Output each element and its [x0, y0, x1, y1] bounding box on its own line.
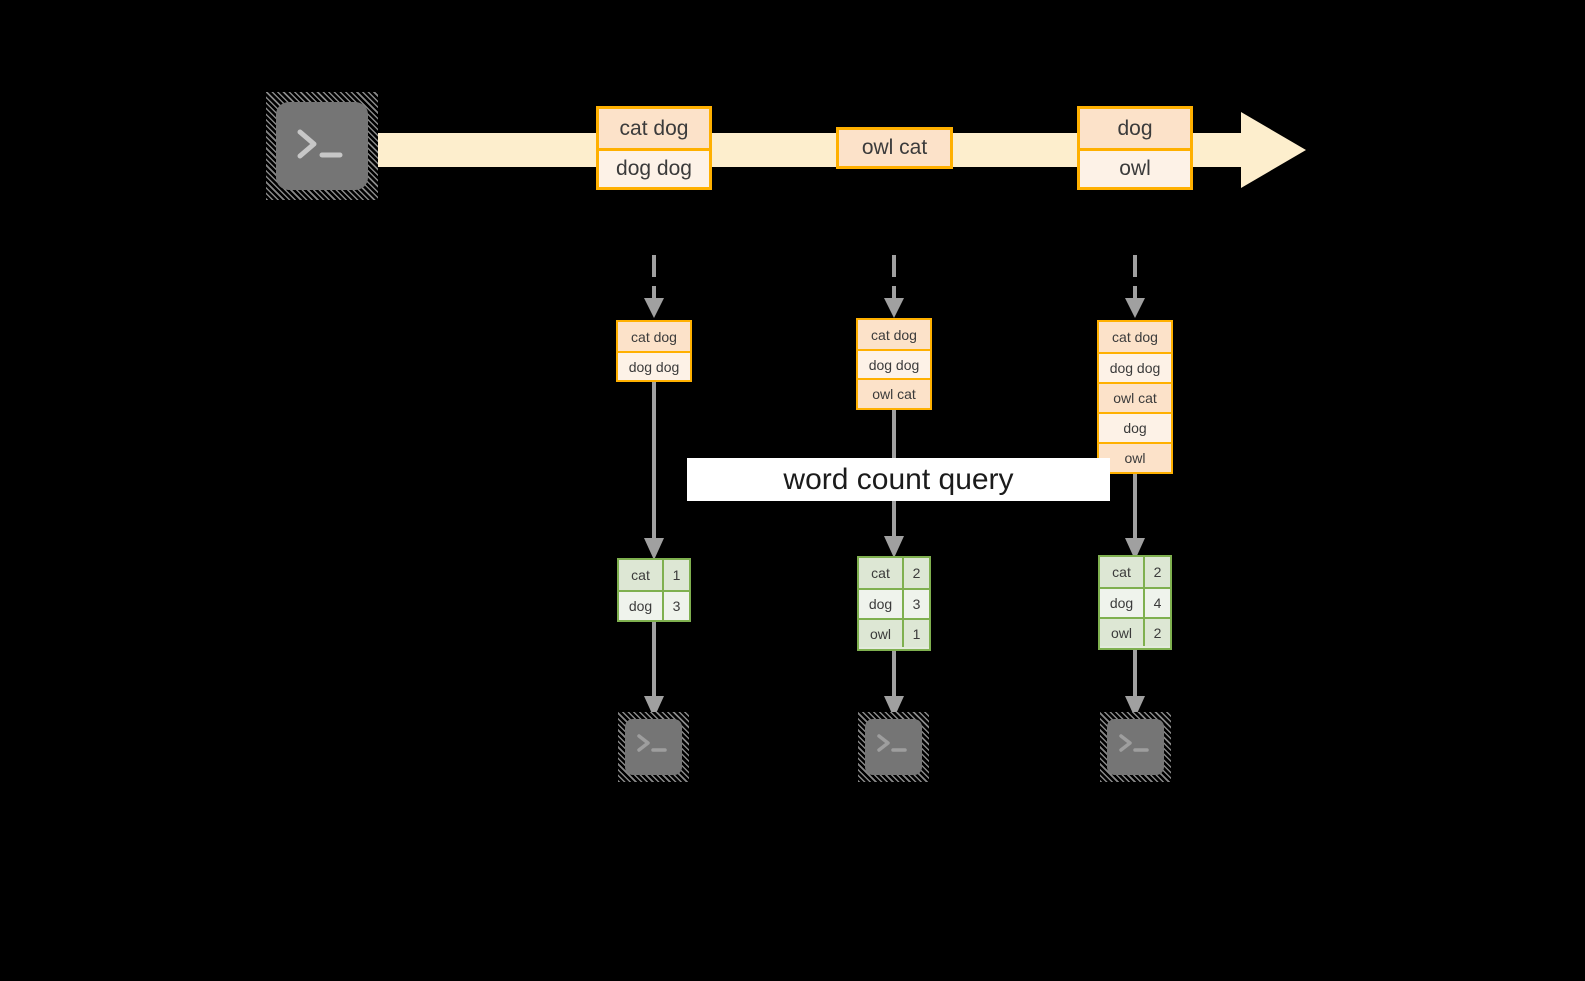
trigger-3-result-row-3-count: 2 — [1145, 619, 1170, 646]
trigger-3-input-row-2: dog dog — [1099, 352, 1171, 382]
trigger-2-sink-terminal-icon — [858, 712, 929, 782]
trigger-3-result-row-2: dog 4 — [1100, 587, 1170, 617]
trigger-2-result-row-2-count: 3 — [904, 590, 929, 618]
stream-batch-2-line-1-text: owl cat — [861, 136, 928, 159]
trigger-2-input-box: cat dog dog dog owl cat — [856, 318, 932, 410]
trigger-2-result-row-3-count: 1 — [904, 620, 929, 647]
trigger-1-input-row-1: cat dog — [618, 322, 690, 351]
stream-batch-3-line-1-text: dog — [1117, 116, 1153, 140]
trigger-2-input-row-2: dog dog — [858, 349, 930, 378]
trigger-3-input-row-1-text: cat dog — [1112, 329, 1158, 345]
stream-batch-1-line-2-text: dog dog — [616, 157, 692, 180]
trigger-3-result-row-1-count: 2 — [1145, 557, 1170, 587]
terminal-face — [1107, 719, 1164, 775]
trigger-1-sink-connector — [644, 622, 664, 718]
trigger-1-input-box: cat dog dog dog — [616, 320, 692, 382]
stream-batch-3-line-2-text: owl — [1119, 157, 1151, 180]
terminal-face — [276, 102, 368, 190]
trigger-3-result-row-3: owl 2 — [1100, 617, 1170, 646]
terminal-prompt-glyph — [877, 734, 907, 752]
trigger-1-sink-terminal-icon — [618, 712, 689, 782]
trigger-2-result-row-3-word: owl — [859, 620, 904, 647]
trigger-2-result-row-1-word: cat — [859, 558, 904, 588]
trigger-1-result-row-1-word: cat — [619, 560, 664, 590]
terminal-prompt-glyph — [637, 734, 667, 752]
trigger-3-result-table: cat 2 dog 4 owl 2 — [1098, 555, 1172, 650]
terminal-face — [625, 719, 682, 775]
trigger-2-result-row-1: cat 2 — [859, 558, 929, 588]
trigger-3-result-row-3-word: owl — [1100, 619, 1145, 646]
trigger-2-sink-connector — [884, 651, 904, 718]
trigger-1-result-table: cat 1 dog 3 — [617, 558, 691, 622]
trigger-3-input-row-4: dog — [1099, 412, 1171, 442]
stream-batch-1-line-1-text: cat dog — [619, 116, 689, 140]
trigger-1-input-row-2: dog dog — [618, 351, 690, 380]
trigger-3-input-row-4-text: dog — [1123, 420, 1147, 436]
trigger-2-input-row-1-text: cat dog — [871, 326, 917, 343]
trigger-3-input-row-3: owl cat — [1099, 382, 1171, 412]
trigger-3-input-row-2-text: dog dog — [1109, 360, 1161, 376]
stream-batch-1-line-1: cat dog — [599, 109, 709, 148]
terminal-prompt-glyph — [1119, 734, 1149, 752]
trigger-2-result-row-2-word: dog — [859, 590, 904, 618]
trigger-2-result-row-2: dog 3 — [859, 588, 929, 618]
trigger-3-dashed-connector — [1125, 255, 1145, 318]
trigger-1-result-row-2: dog 3 — [619, 590, 689, 620]
trigger-3-query-connector — [1125, 474, 1145, 560]
trigger-2-dashed-connector — [884, 255, 904, 318]
terminal-prompt-glyph — [297, 129, 343, 159]
trigger-1-input-row-2-text: dog dog — [628, 358, 680, 375]
trigger-1-input-row-1-text: cat dog — [631, 328, 677, 345]
trigger-1-dashed-connector — [644, 255, 664, 318]
trigger-3-input-row-5-text: owl — [1124, 450, 1146, 466]
trigger-1-query-connector — [644, 382, 664, 560]
stream-batch-2: owl cat — [836, 127, 953, 169]
query-label-text: word count query — [783, 462, 1014, 496]
trigger-3-input-row-3-text: owl cat — [1113, 390, 1157, 406]
stream-batch-1-line-2: dog dog — [599, 148, 709, 187]
stream-batch-2-line-1: owl cat — [839, 130, 950, 166]
trigger-1-result-row-2-word: dog — [619, 592, 664, 620]
stream-batch-3: dog owl — [1077, 106, 1193, 190]
trigger-2-input-row-3: owl cat — [858, 378, 930, 408]
trigger-2-input-row-2-text: dog dog — [868, 356, 920, 373]
trigger-3-sink-connector — [1125, 650, 1145, 718]
source-terminal-icon — [266, 92, 378, 200]
trigger-1-result-row-1: cat 1 — [619, 560, 689, 590]
trigger-3-sink-terminal-icon — [1100, 712, 1171, 782]
terminal-face — [865, 719, 922, 775]
trigger-2-input-row-1: cat dog — [858, 320, 930, 349]
trigger-3-result-row-1-word: cat — [1100, 557, 1145, 587]
trigger-3-result-row-2-count: 4 — [1145, 589, 1170, 617]
trigger-2-result-row-3: owl 1 — [859, 618, 929, 647]
trigger-2-input-row-3-text: owl cat — [872, 386, 916, 402]
trigger-1-result-row-1-count: 1 — [664, 560, 689, 590]
trigger-1-result-row-2-count: 3 — [664, 592, 689, 620]
trigger-3-input-row-5: owl — [1099, 442, 1171, 472]
query-label: word count query — [687, 458, 1110, 501]
trigger-3-input-row-1: cat dog — [1099, 322, 1171, 352]
trigger-2-result-row-1-count: 2 — [904, 558, 929, 588]
stream-batch-1: cat dog dog dog — [596, 106, 712, 190]
stream-batch-3-line-1: dog — [1080, 109, 1190, 148]
trigger-3-input-box: cat dog dog dog owl cat dog owl — [1097, 320, 1173, 474]
trigger-3-result-row-2-word: dog — [1100, 589, 1145, 617]
stream-batch-3-line-2: owl — [1080, 148, 1190, 187]
trigger-3-result-row-1: cat 2 — [1100, 557, 1170, 587]
trigger-2-result-table: cat 2 dog 3 owl 1 — [857, 556, 931, 651]
